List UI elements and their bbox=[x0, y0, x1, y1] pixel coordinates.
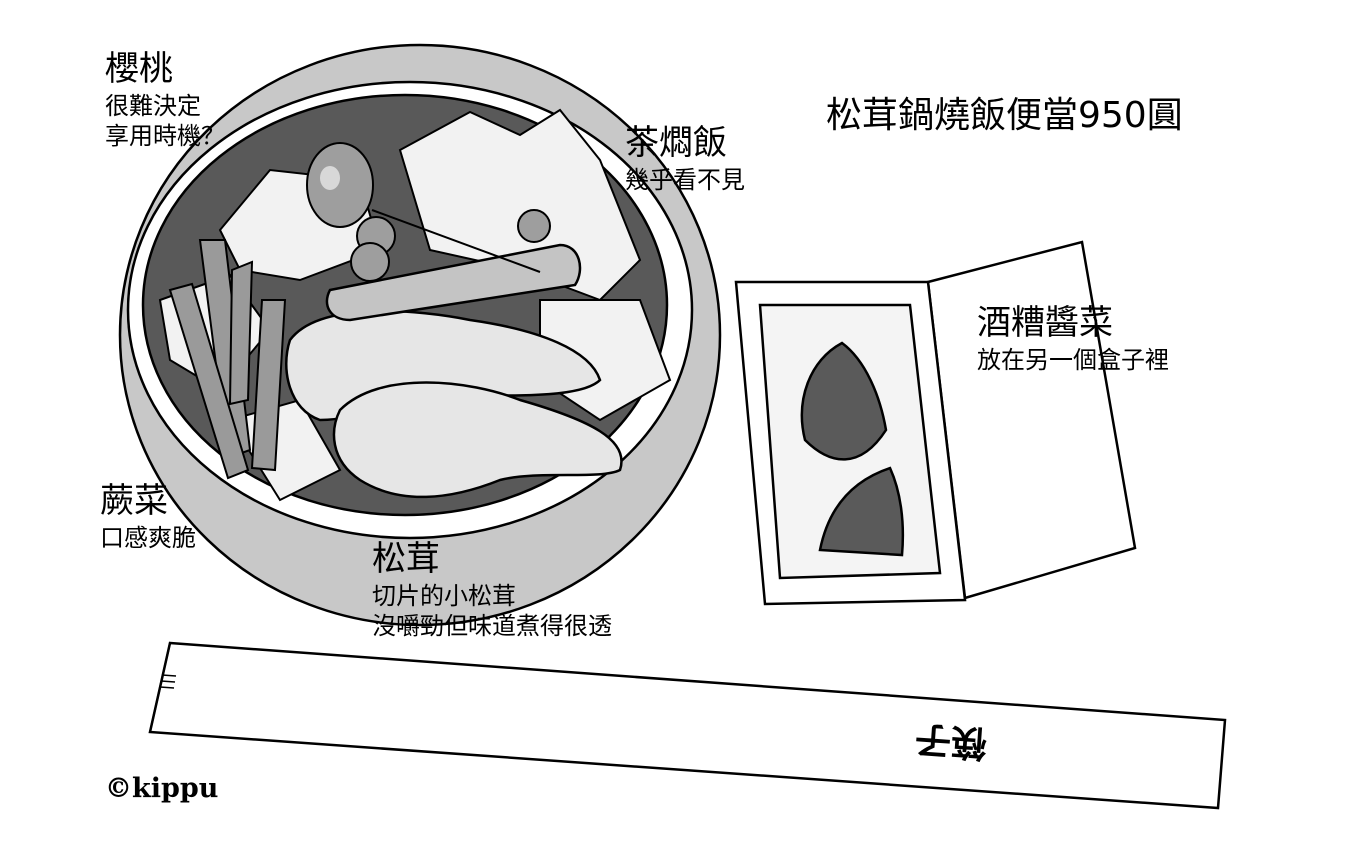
pickle-box bbox=[734, 240, 1137, 606]
label-pickles: 酒糟醬菜 放在另一個盒子裡 bbox=[977, 302, 1169, 375]
label-matsutake: 松茸 切片的小松茸 沒嚼勁但味道煮得很透 bbox=[372, 538, 612, 641]
pickle-bottom bbox=[818, 466, 905, 557]
fern-sprouts bbox=[168, 239, 287, 480]
label-fern: 蕨菜 口感爽脆 bbox=[100, 480, 196, 553]
copyright: ©kippu bbox=[105, 773, 219, 804]
page-title: 松茸鍋燒飯便當950圓 bbox=[826, 95, 1183, 136]
label-matsutake-line-2: 沒嚼勁但味道煮得很透 bbox=[372, 611, 612, 640]
label-pickles-line-1: 放在另一個盒子裡 bbox=[977, 345, 1169, 374]
chopsticks-wrapper bbox=[148, 641, 1227, 810]
label-rice-line-1: 幾乎看不見 bbox=[625, 165, 745, 194]
label-cherry: 櫻桃 很難決定 享用時機？ bbox=[105, 48, 225, 151]
label-cherry-line-1: 很難決定 bbox=[105, 91, 201, 120]
label-cherry-line-2: 享用時機？ bbox=[105, 121, 225, 150]
chopsticks-wrapper-text: 筷子 bbox=[913, 717, 989, 765]
pickle-top bbox=[800, 341, 888, 461]
cherries bbox=[306, 142, 551, 282]
label-matsutake-heading: 松茸 bbox=[372, 539, 440, 579]
label-rice: 茶燜飯 幾乎看不見 bbox=[625, 122, 745, 195]
label-cherry-heading: 櫻桃 bbox=[105, 49, 173, 89]
label-matsutake-line-1: 切片的小松茸 bbox=[372, 581, 516, 610]
label-fern-heading: 蕨菜 bbox=[100, 481, 168, 521]
label-rice-heading: 茶燜飯 bbox=[625, 123, 727, 163]
label-fern-line-1: 口感爽脆 bbox=[100, 523, 196, 552]
label-pickles-heading: 酒糟醬菜 bbox=[977, 303, 1113, 343]
matsutake-slices bbox=[285, 309, 623, 499]
